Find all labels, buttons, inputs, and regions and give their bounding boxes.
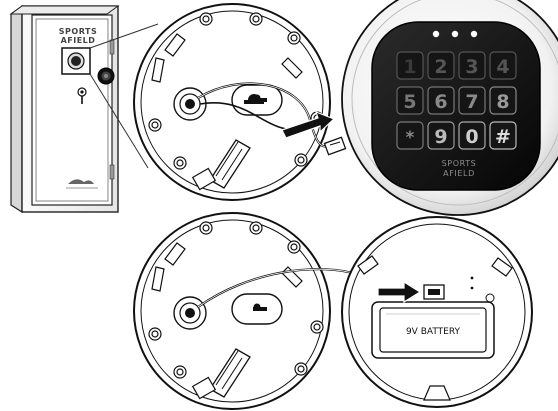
battery-label: 9V BATTERY <box>406 327 461 337</box>
safe-brand-line1: SPORTS <box>59 27 97 36</box>
key-label: # <box>495 126 511 148</box>
gun-safe: SPORTS AFIELD <box>9 4 120 214</box>
keypad-key[interactable]: 3 <box>458 51 486 80</box>
callout-lines <box>89 23 159 169</box>
keypad-key[interactable]: 7 <box>458 86 486 115</box>
key-label: 5 <box>403 91 416 113</box>
indicator-light <box>470 30 478 38</box>
keypad-key[interactable]: 8 <box>489 86 517 115</box>
key-label: 0 <box>465 126 478 148</box>
keypad-key[interactable]: 1 <box>396 51 424 80</box>
keypad-brand-line2: AFIELD <box>443 169 475 178</box>
arrow-right-icon <box>377 280 422 304</box>
key-label: * <box>406 128 415 148</box>
indicator-light <box>432 30 440 38</box>
keypad-key[interactable]: 4 <box>489 51 517 80</box>
latch-hardware <box>191 139 251 191</box>
key-label: 1 <box>403 56 416 78</box>
key-label: 8 <box>496 91 509 113</box>
keypad-key[interactable]: 6 <box>427 86 455 115</box>
cable-connector <box>323 136 347 156</box>
safe-brand-line2: AFIELD <box>61 36 96 45</box>
keypad-key[interactable]: 2 <box>427 51 455 80</box>
safe-handle <box>97 67 115 85</box>
keypad-key[interactable]: 0 <box>458 121 486 150</box>
keypad-key[interactable]: 9 <box>427 121 455 150</box>
key-label: 3 <box>465 56 478 78</box>
safe-emblem-icon <box>66 179 98 189</box>
cable-connector <box>423 284 445 300</box>
keypad-key[interactable]: * <box>396 121 424 150</box>
keyhole-slot <box>231 293 283 325</box>
keypad-back-housing: 9V BATTERY <box>341 216 533 408</box>
screw-holes <box>148 221 324 379</box>
arrow-right-icon <box>281 110 336 139</box>
keypad-key[interactable]: # <box>489 121 517 150</box>
electronic-keypad: 1 2 3 4 5 6 7 8 <box>341 0 558 216</box>
key-label: 9 <box>434 126 447 148</box>
indicator-light <box>451 30 459 38</box>
safe-door <box>31 14 113 206</box>
keypad-brand-line1: SPORTS <box>442 159 477 168</box>
mounting-plate-top <box>133 3 347 201</box>
key-label: 7 <box>465 91 478 113</box>
keypad-key[interactable]: 5 <box>396 86 424 115</box>
key-label: 6 <box>434 91 447 113</box>
latch-hardware <box>191 348 251 400</box>
key-label: 2 <box>434 56 447 78</box>
keyhole-slot <box>231 84 283 116</box>
key-lock-icon <box>77 87 87 104</box>
battery <box>379 307 487 353</box>
key-label: 4 <box>496 56 509 78</box>
